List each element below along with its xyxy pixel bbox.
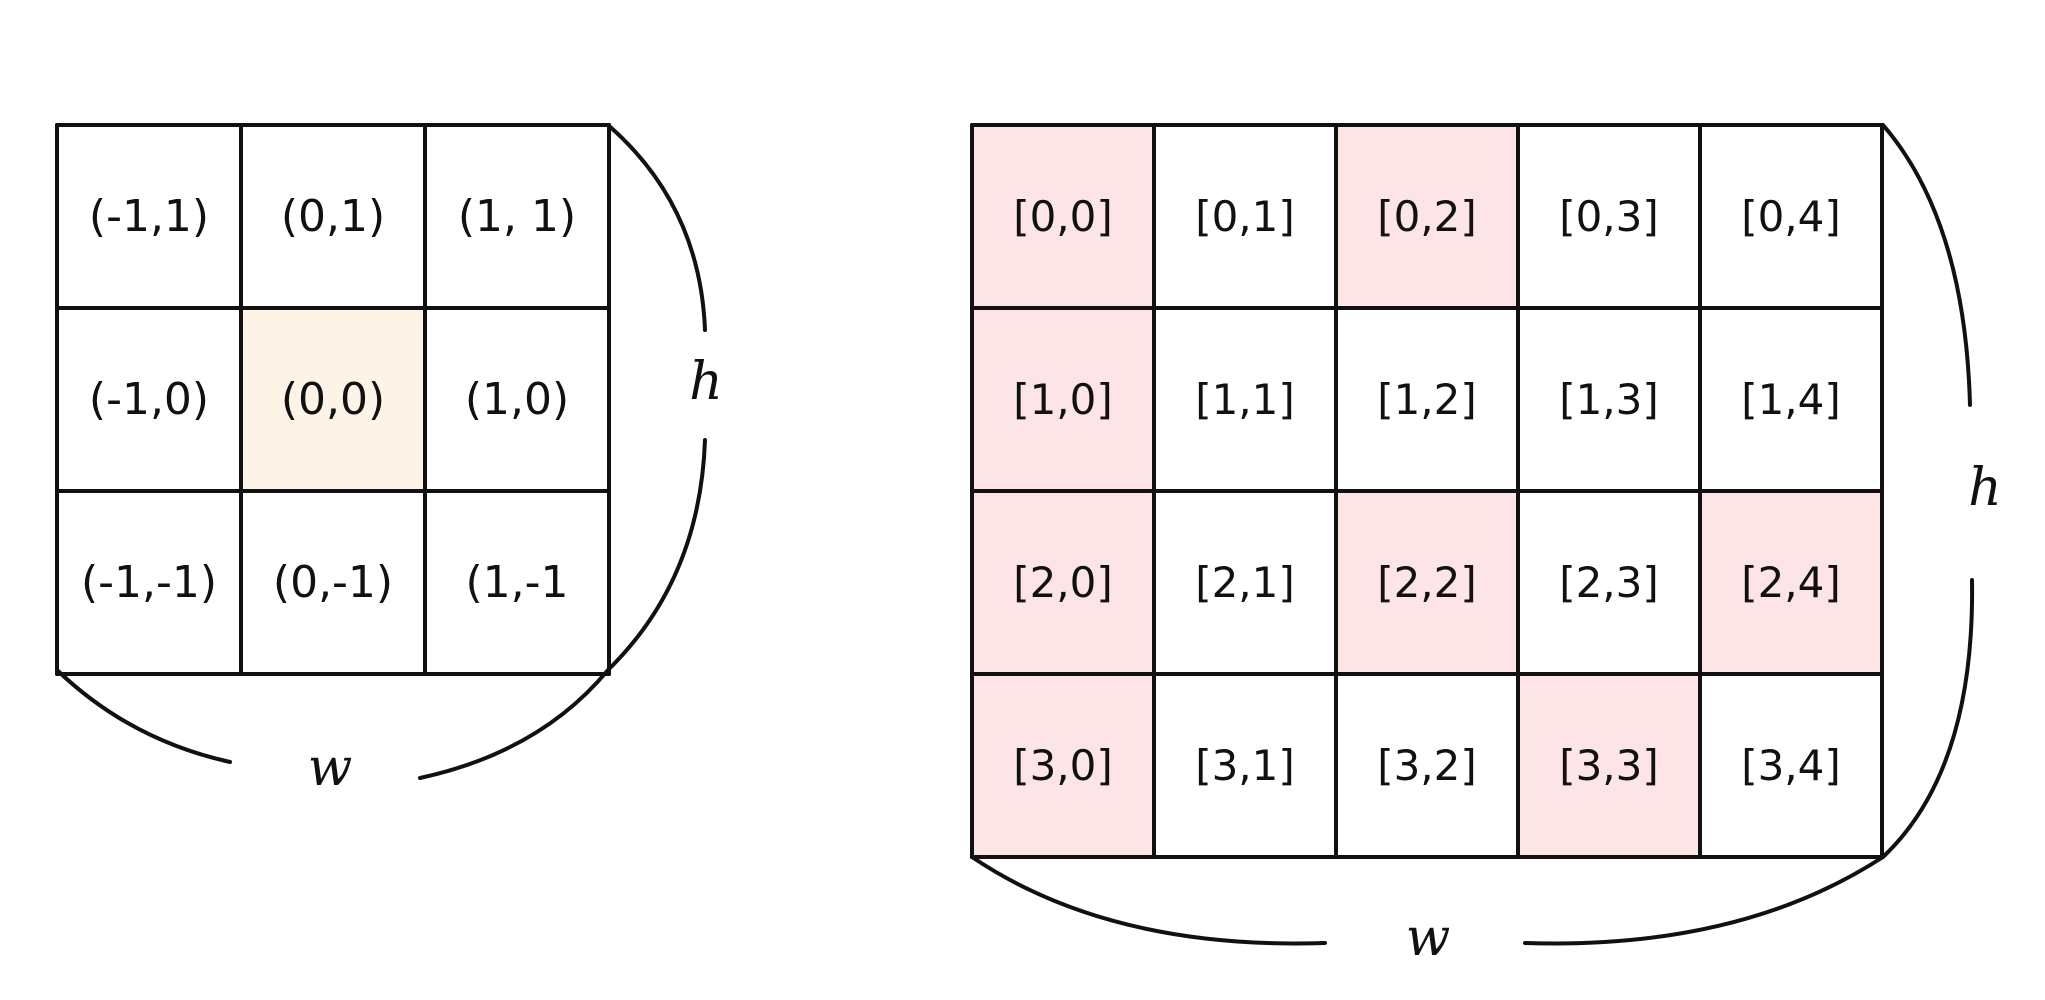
right-width-brace-right xyxy=(1523,855,1885,946)
index-grid-cell-label: [3,3] xyxy=(1559,741,1659,790)
left-width-brace-right xyxy=(418,668,610,780)
index-grid-cell-label: [1,4] xyxy=(1741,375,1841,424)
left-width-brace-left xyxy=(55,668,232,764)
offset-grid-cell-bg xyxy=(425,125,609,308)
offset-grid-cell-label: (1, 1) xyxy=(458,191,576,242)
index-grid-cell-bg xyxy=(1700,674,1882,857)
left-width-label: w xyxy=(308,738,353,798)
offset-grid-cell-label: (0,1) xyxy=(281,191,385,242)
right-height-brace-top xyxy=(1881,123,1972,407)
index-grid-cell-bg xyxy=(1154,125,1336,308)
offset-grid-cell-bg xyxy=(241,491,425,674)
right-height-brace-bottom xyxy=(1881,578,1975,859)
offset-grid-cell-bg xyxy=(57,125,241,308)
offset-grid-cell-bg xyxy=(57,491,241,674)
index-grid-cell-bg xyxy=(1336,674,1518,857)
left-height-brace-top xyxy=(606,123,707,332)
index-grid-cell-label: [0,2] xyxy=(1377,192,1477,241)
offset-grid: (-1,1) (0,1) (1, 1) (-1,0) (0,0) (1,0) (-1,-1)… xyxy=(55,123,611,676)
index-grid-cell-label: [1,0] xyxy=(1013,375,1113,424)
offset-grid-cell-label: (-1,0) xyxy=(89,374,209,425)
index-grid-cell-bg xyxy=(972,125,1154,308)
index-grid-cell-bg xyxy=(972,674,1154,857)
index-grid-cell-label: [1,3] xyxy=(1559,375,1659,424)
index-grid-cell-bg xyxy=(1700,308,1882,491)
left-height-brace-bottom xyxy=(606,438,707,672)
offset-grid-cell-label: (0,-1) xyxy=(273,557,393,608)
left-height-label: h xyxy=(689,352,723,412)
index-grid-cell-label: [0,3] xyxy=(1559,192,1659,241)
index-grid-cell-label: [2,4] xyxy=(1741,558,1841,607)
index-grid-cell-bg xyxy=(1154,308,1336,491)
index-grid-cell-bg xyxy=(1518,308,1700,491)
index-grid-cell-label: [1,2] xyxy=(1377,375,1477,424)
index-grid-cell-label: [2,3] xyxy=(1559,558,1659,607)
index-grid-cell-label: [2,1] xyxy=(1195,558,1295,607)
index-grid-cell-label: [2,0] xyxy=(1013,558,1113,607)
index-grid-cell-bg xyxy=(1700,491,1882,674)
index-grid-cell-label: [0,1] xyxy=(1195,192,1295,241)
index-grid-cell-label: [3,0] xyxy=(1013,741,1113,790)
index-grid-cell-label: [2,2] xyxy=(1377,558,1477,607)
index-grid-cell-label: [3,2] xyxy=(1377,741,1477,790)
index-grid-cell-label: [3,1] xyxy=(1195,741,1295,790)
index-grid-cell-label: [3,4] xyxy=(1741,741,1841,790)
offset-grid-cell-label: (-1,1) xyxy=(89,191,209,242)
offset-grid-cell-bg xyxy=(241,308,425,491)
index-grid-cell-bg xyxy=(1700,125,1882,308)
index-grid-cell-bg xyxy=(1518,674,1700,857)
offset-grid-cell-bg xyxy=(425,491,609,674)
offset-grid-cell-bg xyxy=(241,125,425,308)
index-grid-cell-bg xyxy=(1336,308,1518,491)
index-grid-cell-bg xyxy=(1518,125,1700,308)
offset-grid-cell-label: (-1,-1) xyxy=(81,557,217,608)
right-width-label: w xyxy=(1406,908,1451,968)
right-width-brace-left xyxy=(970,855,1327,946)
index-grid: [0,0] [0,1] [0,2] [0,3] [0,4] [1,0] [1,1] [1,2]… xyxy=(970,123,1884,859)
index-grid-cell-bg xyxy=(1336,491,1518,674)
offset-grid-cell-bg xyxy=(57,308,241,491)
index-grid-cell-bg xyxy=(972,491,1154,674)
offset-grid-cell-bg xyxy=(425,308,609,491)
index-grid-cell-bg xyxy=(1154,491,1336,674)
right-height-label: h xyxy=(1968,458,2002,518)
offset-grid-cell-label: (1,0) xyxy=(465,374,569,425)
index-grid-cell-label: [0,0] xyxy=(1013,192,1113,241)
index-grid-cell-label: [0,4] xyxy=(1741,192,1841,241)
index-grid-cell-bg xyxy=(1154,674,1336,857)
offset-grid-cell-label: (1,-1 xyxy=(465,557,568,608)
index-grid-cell-label: [1,1] xyxy=(1195,375,1295,424)
index-grid-cell-bg xyxy=(972,308,1154,491)
index-grid-cell-bg xyxy=(1518,491,1700,674)
offset-grid-cell-label: (0,0) xyxy=(281,374,385,425)
index-grid-cell-bg xyxy=(1336,125,1518,308)
